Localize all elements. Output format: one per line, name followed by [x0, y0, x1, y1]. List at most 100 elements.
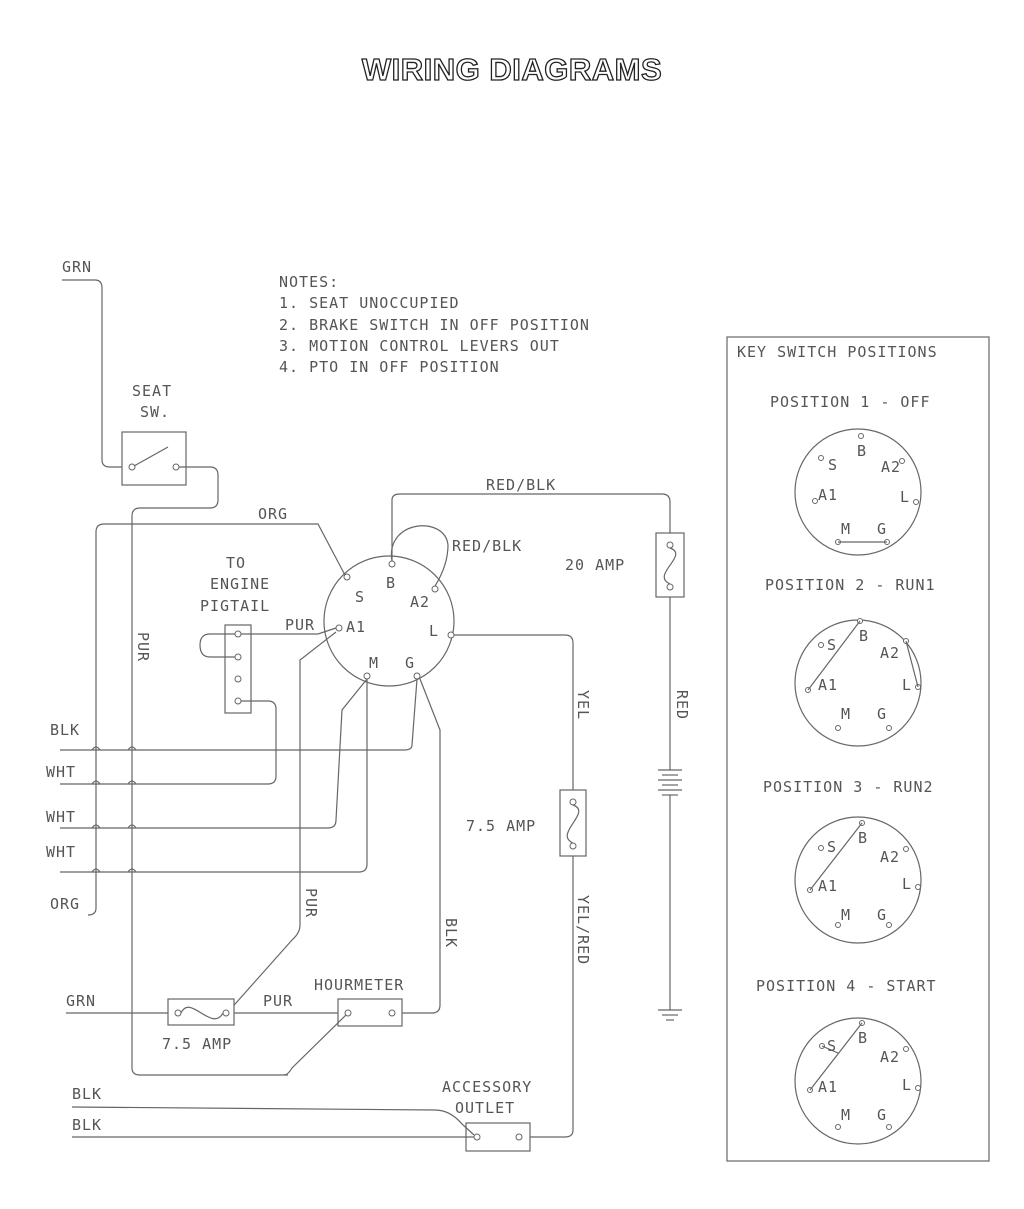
terminal-label: B	[857, 442, 867, 460]
engine-pigtail-label: TO	[226, 554, 246, 572]
terminal-g	[413, 672, 421, 680]
ground-symbol	[658, 1009, 682, 1021]
terminal-label: M	[841, 520, 851, 538]
terminal-label-m: M	[369, 654, 379, 672]
fuse-20-amp: 20 AMP	[565, 532, 685, 770]
terminal-label-a2: A2	[410, 593, 430, 611]
g-branch-wire	[402, 678, 441, 1014]
wire-label-blk-lower: BLK	[442, 918, 460, 948]
terminal-label: B	[858, 829, 868, 847]
terminal-label: M	[841, 705, 851, 723]
note-item: 3. MOTION CONTROL LEVERS OUT	[279, 337, 560, 355]
g-terminal-wire	[60, 678, 418, 751]
terminal-a2	[431, 585, 439, 593]
pur-a1-wire	[227, 631, 337, 1013]
wire-label-red: RED	[673, 690, 691, 720]
battery-symbol	[658, 769, 682, 1010]
hourmeter: HOURMETER	[283, 976, 404, 1076]
wire-label-pur-vertical: PUR	[134, 632, 152, 662]
left-wire-labels: BLK WHT WHT WHT ORG	[46, 721, 80, 913]
engine-pigtail-label: PIGTAIL	[200, 597, 270, 615]
seat-switch-label: SW.	[140, 403, 170, 421]
terminal-m	[363, 672, 371, 680]
fuse-7-5-yel-label: 7.5 AMP	[466, 817, 536, 835]
terminal-label: G	[877, 906, 887, 924]
terminal-label: G	[877, 705, 887, 723]
grn-lower-wire: GRN	[66, 992, 168, 1014]
wire-label-pur-lower: PUR	[302, 888, 320, 918]
page-title: WIRING DIAGRAMS	[361, 51, 663, 87]
wire-label-red-blk: RED/BLK	[486, 476, 556, 494]
wire-label-wht: WHT	[46, 763, 76, 781]
wire-label-blk-acc1: BLK	[72, 1085, 102, 1103]
terminal-a1	[335, 624, 343, 632]
note-item: 2. BRAKE SWITCH IN OFF POSITION	[279, 316, 590, 334]
wire-label-yel: YEL	[574, 690, 592, 720]
terminal-label: L	[900, 488, 910, 506]
engine-pigtail: TO ENGINE PIGTAIL	[60, 554, 337, 785]
terminal-label: S	[827, 1037, 837, 1055]
org-wire: ORG	[87, 505, 347, 916]
wire-label-red-blk-loop: RED/BLK	[452, 537, 522, 555]
terminal-label: A1	[818, 676, 838, 694]
terminal-label-l: L	[429, 622, 439, 640]
fuse-7-5-amp-yel: 7.5 AMP	[466, 789, 587, 1138]
wire-label-wht: WHT	[46, 843, 76, 861]
crossover-bumps	[91, 746, 137, 873]
m-branch-wire	[60, 678, 368, 829]
position-label: POSITION 2 - RUN1	[765, 576, 936, 594]
terminal-label: S	[827, 636, 837, 654]
key-switch-positions-panel: KEY SWITCH POSITIONS POSITION 1 - OFF B …	[726, 336, 990, 1162]
accessory-outlet: ACCESSORY OUTLET BLK BLK	[71, 1078, 532, 1152]
engine-pigtail-label: ENGINE	[210, 575, 270, 593]
notes-block: NOTES: 1. SEAT UNOCCUPIED 2. BRAKE SWITC…	[279, 273, 590, 376]
red-blk-loop: RED/BLK	[390, 525, 522, 587]
terminal-label: S	[828, 456, 838, 474]
yel-wire	[454, 634, 574, 790]
terminal-b	[388, 560, 396, 568]
terminal-label: A2	[880, 1048, 900, 1066]
fuse-7-5-amp-lower: 7.5 AMP PUR	[162, 992, 338, 1053]
terminal-label: L	[902, 1076, 912, 1094]
key-switch-connector: S B A2 A1 L M G	[323, 555, 455, 687]
terminal-label: A2	[880, 848, 900, 866]
hourmeter-label: HOURMETER	[314, 976, 404, 994]
wire-label-grn: GRN	[62, 258, 92, 276]
note-item: 4. PTO IN OFF POSITION	[279, 358, 500, 376]
terminal-s	[343, 573, 351, 581]
fuse-20-label: 20 AMP	[565, 556, 625, 574]
notes-heading: NOTES:	[279, 273, 339, 291]
key-position-2: POSITION 2 - RUN1 B S A2 A1 L M G	[765, 576, 936, 747]
terminal-label: A1	[818, 877, 838, 895]
terminal-label: B	[858, 1029, 868, 1047]
terminal-label: G	[877, 520, 887, 538]
red-blk-top-wire: RED/BLK	[391, 476, 671, 561]
terminal-label-g: G	[405, 654, 415, 672]
m-terminal-wire	[60, 679, 368, 873]
wire-label-pur-fuse: PUR	[263, 992, 293, 1010]
grn-top-wire: GRN	[62, 258, 130, 468]
wire-label-pur-a1: PUR	[285, 616, 315, 634]
seat-switch-label: SEAT	[132, 382, 172, 400]
terminal-label: A1	[818, 486, 838, 504]
terminal-label-a1: A1	[346, 618, 366, 636]
terminal-l	[447, 631, 455, 639]
position-label: POSITION 3 - RUN2	[763, 778, 934, 796]
terminal-label: M	[841, 906, 851, 924]
key-position-3: POSITION 3 - RUN2 B S A2 A1 L M G	[763, 778, 934, 944]
terminal-label: B	[859, 627, 869, 645]
terminal-label-b: B	[386, 574, 396, 592]
key-position-4: POSITION 4 - START B S A2 A1 L M G	[756, 977, 937, 1145]
wire-label-wht: WHT	[46, 808, 76, 826]
fuse-7-5-lower-label: 7.5 AMP	[162, 1035, 232, 1053]
terminal-label-s: S	[355, 588, 365, 606]
accessory-outlet-label: ACCESSORY	[442, 1078, 532, 1096]
terminal-label: G	[877, 1106, 887, 1124]
wire-label-blk-acc2: BLK	[72, 1116, 102, 1134]
position-label: POSITION 4 - START	[756, 977, 937, 995]
key-switch-heading: KEY SWITCH POSITIONS	[737, 343, 938, 361]
note-item: 1. SEAT UNOCCUPIED	[279, 294, 460, 312]
wire-label-org-left: ORG	[50, 895, 80, 913]
seat-switch: SEAT SW.	[121, 382, 288, 1076]
